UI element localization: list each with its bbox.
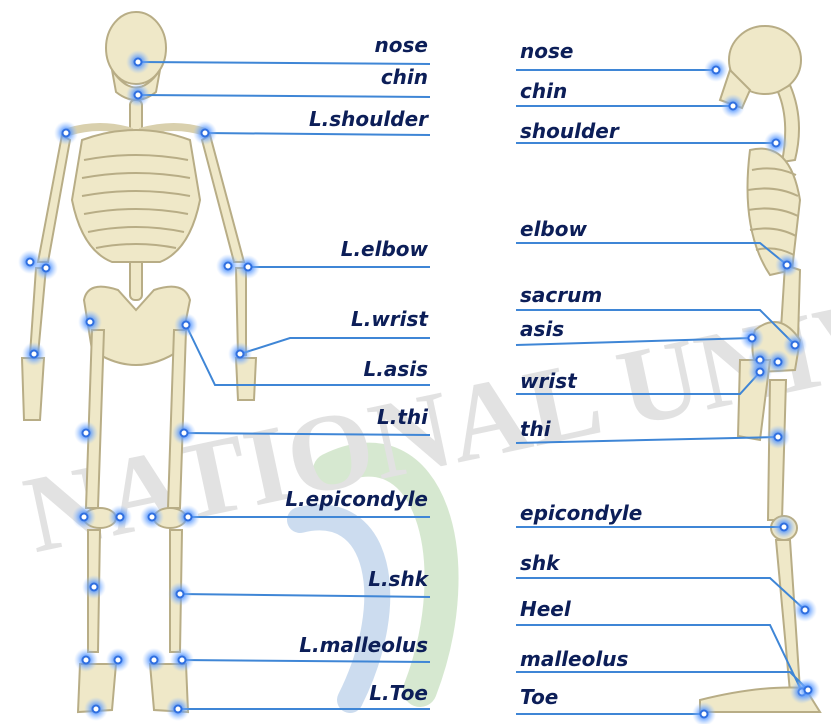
side-marker-2 bbox=[764, 131, 788, 155]
side-label-heel: Heel bbox=[520, 598, 571, 620]
front-marker-5 bbox=[34, 256, 58, 280]
side-marker-8 bbox=[748, 360, 772, 384]
front-label-l-elbow: L.elbow bbox=[128, 238, 428, 260]
side-label-malleolus: malleolus bbox=[520, 648, 628, 670]
front-marker-24 bbox=[84, 697, 108, 721]
side-label-asis: asis bbox=[520, 318, 564, 340]
front-label-l-asis: L.asis bbox=[128, 358, 428, 380]
front-marker-8 bbox=[22, 342, 46, 366]
front-marker-20 bbox=[74, 648, 98, 672]
front-leader-l-malleolus bbox=[180, 660, 430, 662]
side-leader-malleolus bbox=[516, 672, 808, 690]
side-label-epicondyle: epicondyle bbox=[520, 502, 642, 524]
front-marker-10 bbox=[78, 310, 102, 334]
front-label-l-shk: L.shk bbox=[128, 568, 428, 590]
side-marker-9 bbox=[766, 425, 790, 449]
side-label-sacrum: sacrum bbox=[520, 284, 602, 306]
front-label-l-epicondyle: L.epicondyle bbox=[128, 488, 428, 510]
side-label-nose: nose bbox=[520, 40, 573, 62]
side-label-elbow: elbow bbox=[520, 218, 587, 240]
front-leader-nose bbox=[138, 62, 430, 64]
side-label-thi: thi bbox=[520, 418, 551, 440]
front-marker-12 bbox=[74, 421, 98, 445]
side-marker-11 bbox=[793, 598, 817, 622]
front-leader-l-shoulder bbox=[205, 133, 430, 135]
front-label-l-thi: L.thi bbox=[128, 406, 428, 428]
side-leader-elbow bbox=[516, 243, 787, 265]
front-label-l-shoulder: L.shoulder bbox=[128, 108, 428, 130]
side-marker-0 bbox=[704, 58, 728, 82]
side-label-shoulder: shoulder bbox=[520, 120, 619, 142]
front-label-chin: chin bbox=[128, 66, 428, 88]
side-label-shk: shk bbox=[520, 552, 559, 574]
front-marker-14 bbox=[72, 505, 96, 529]
side-label-toe: Toe bbox=[520, 686, 558, 708]
front-label-l-wrist: L.wrist bbox=[128, 308, 428, 330]
front-leader-l-shk bbox=[180, 594, 430, 597]
front-label-l-toe: L.Toe bbox=[128, 682, 428, 704]
front-label-nose: nose bbox=[128, 34, 428, 56]
side-marker-10 bbox=[772, 515, 796, 539]
side-marker-1 bbox=[721, 94, 745, 118]
front-marker-18 bbox=[82, 575, 106, 599]
side-marker-5 bbox=[740, 326, 764, 350]
side-marker-3 bbox=[775, 253, 799, 277]
side-label-wrist: wrist bbox=[520, 370, 577, 392]
front-marker-2 bbox=[54, 121, 78, 145]
front-leader-chin bbox=[138, 95, 430, 97]
front-label-l-malleolus: L.malleolus bbox=[128, 634, 428, 656]
side-label-chin: chin bbox=[520, 80, 567, 102]
side-marker-13 bbox=[796, 678, 820, 702]
front-marker-21 bbox=[106, 648, 130, 672]
side-marker-4 bbox=[783, 333, 807, 357]
front-leader-l-wrist bbox=[240, 338, 430, 354]
